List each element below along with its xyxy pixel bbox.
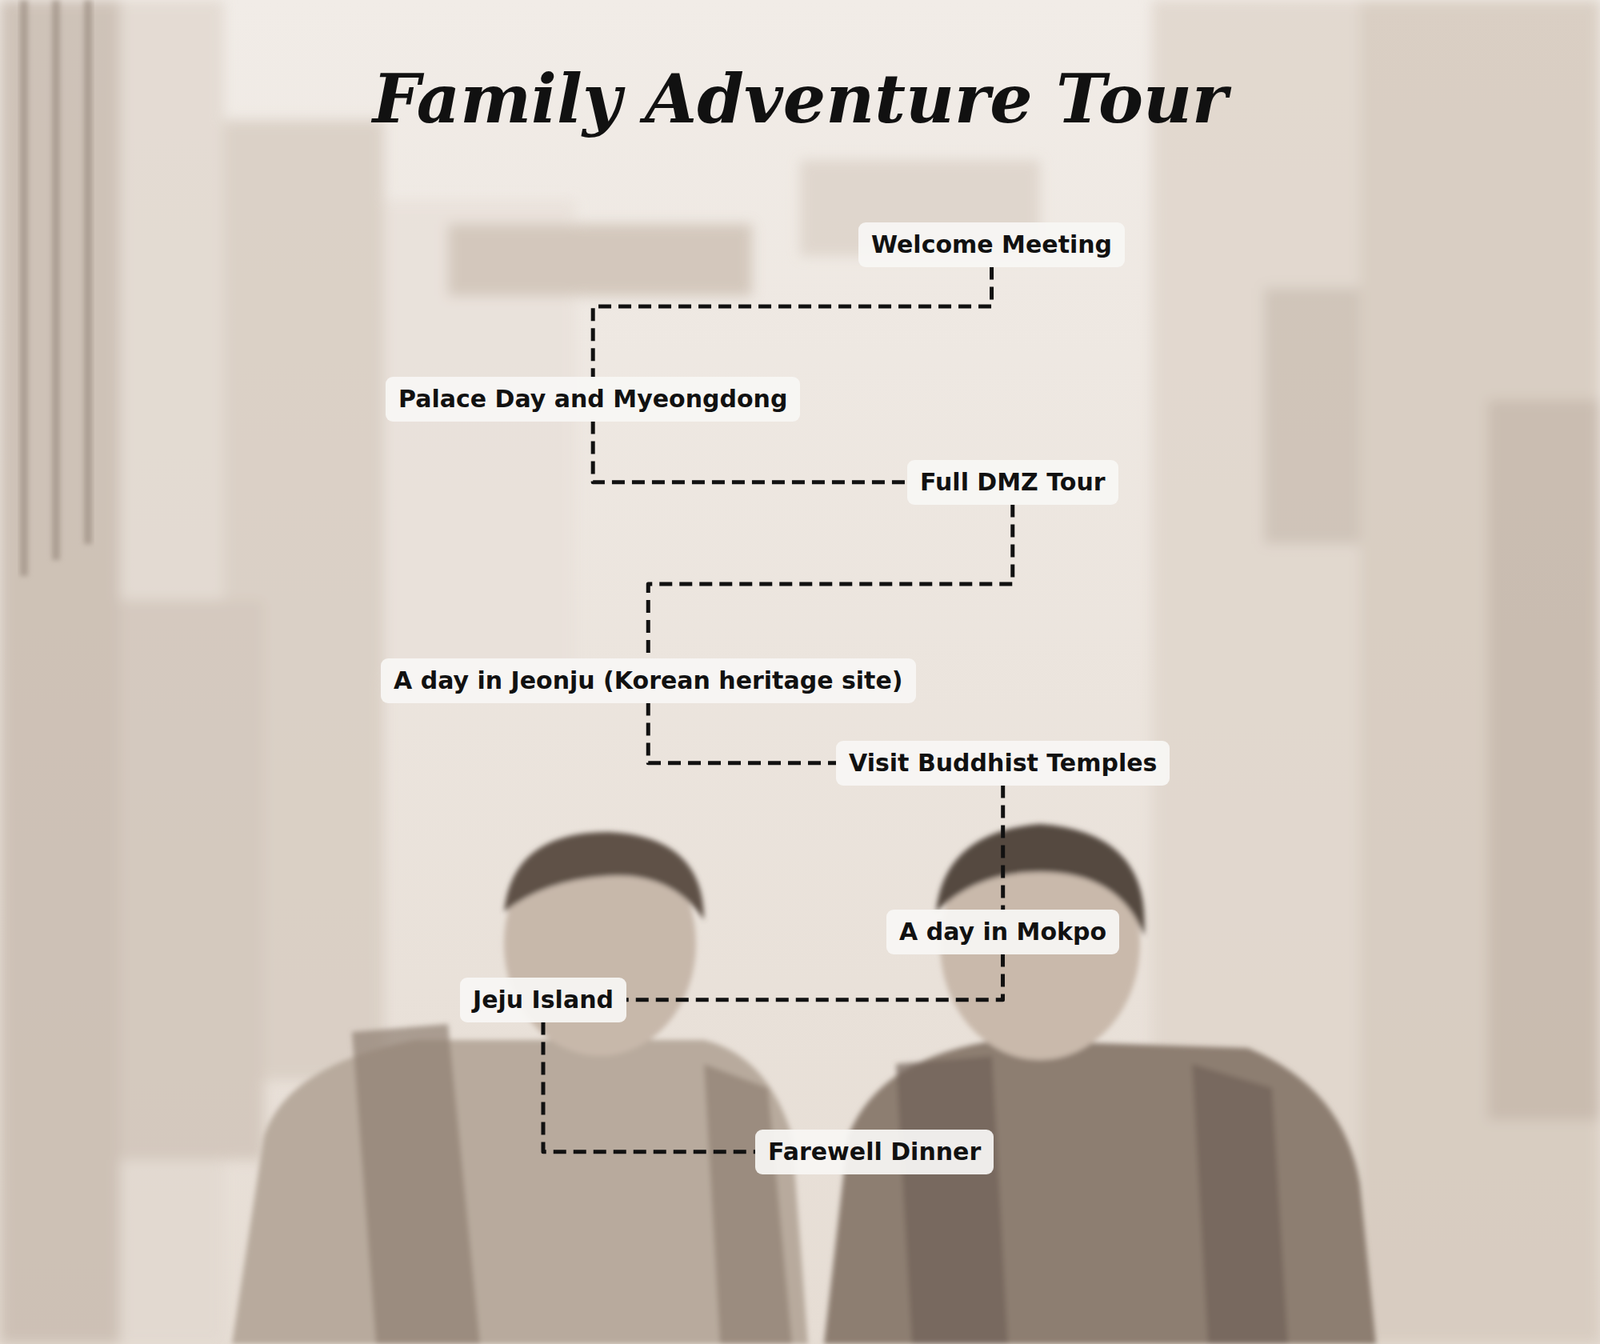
stop-label: Palace Day and Myeongdong <box>385 376 800 422</box>
stop-text: Palace Day and Myeongdong <box>398 384 788 415</box>
stop-text: Welcome Meeting <box>871 229 1112 260</box>
stop-text: Farewell Dinner <box>768 1136 981 1168</box>
stop-label: Farewell Dinner <box>755 1129 994 1175</box>
stop-label: Jeju Island <box>460 977 627 1023</box>
stop-label: Visit Buddhist Temples <box>836 740 1170 786</box>
dashed-route <box>626 954 1004 1000</box>
stop-text: A day in Mokpo <box>899 916 1107 948</box>
stop-label: Full DMZ Tour <box>907 460 1119 505</box>
dashed-route <box>592 421 908 483</box>
stop-text: A day in Jeonju (Korean heritage site) <box>393 665 904 696</box>
dashed-route <box>592 267 992 378</box>
stop-label: A day in Jeonju (Korean heritage site) <box>380 658 916 704</box>
dashed-route <box>648 504 1013 660</box>
stop-label: Welcome Meeting <box>858 222 1125 268</box>
stop-text: Full DMZ Tour <box>920 467 1106 498</box>
stop-text: Jeju Island <box>472 984 614 1016</box>
stop-label: A day in Mokpo <box>886 909 1120 955</box>
stop-text: Visit Buddhist Temples <box>848 748 1157 779</box>
dashed-route <box>648 703 836 764</box>
dashed-route <box>1000 785 1005 911</box>
tour-title: Family Adventure Tour <box>0 62 1600 136</box>
dashed-route <box>543 1022 756 1152</box>
